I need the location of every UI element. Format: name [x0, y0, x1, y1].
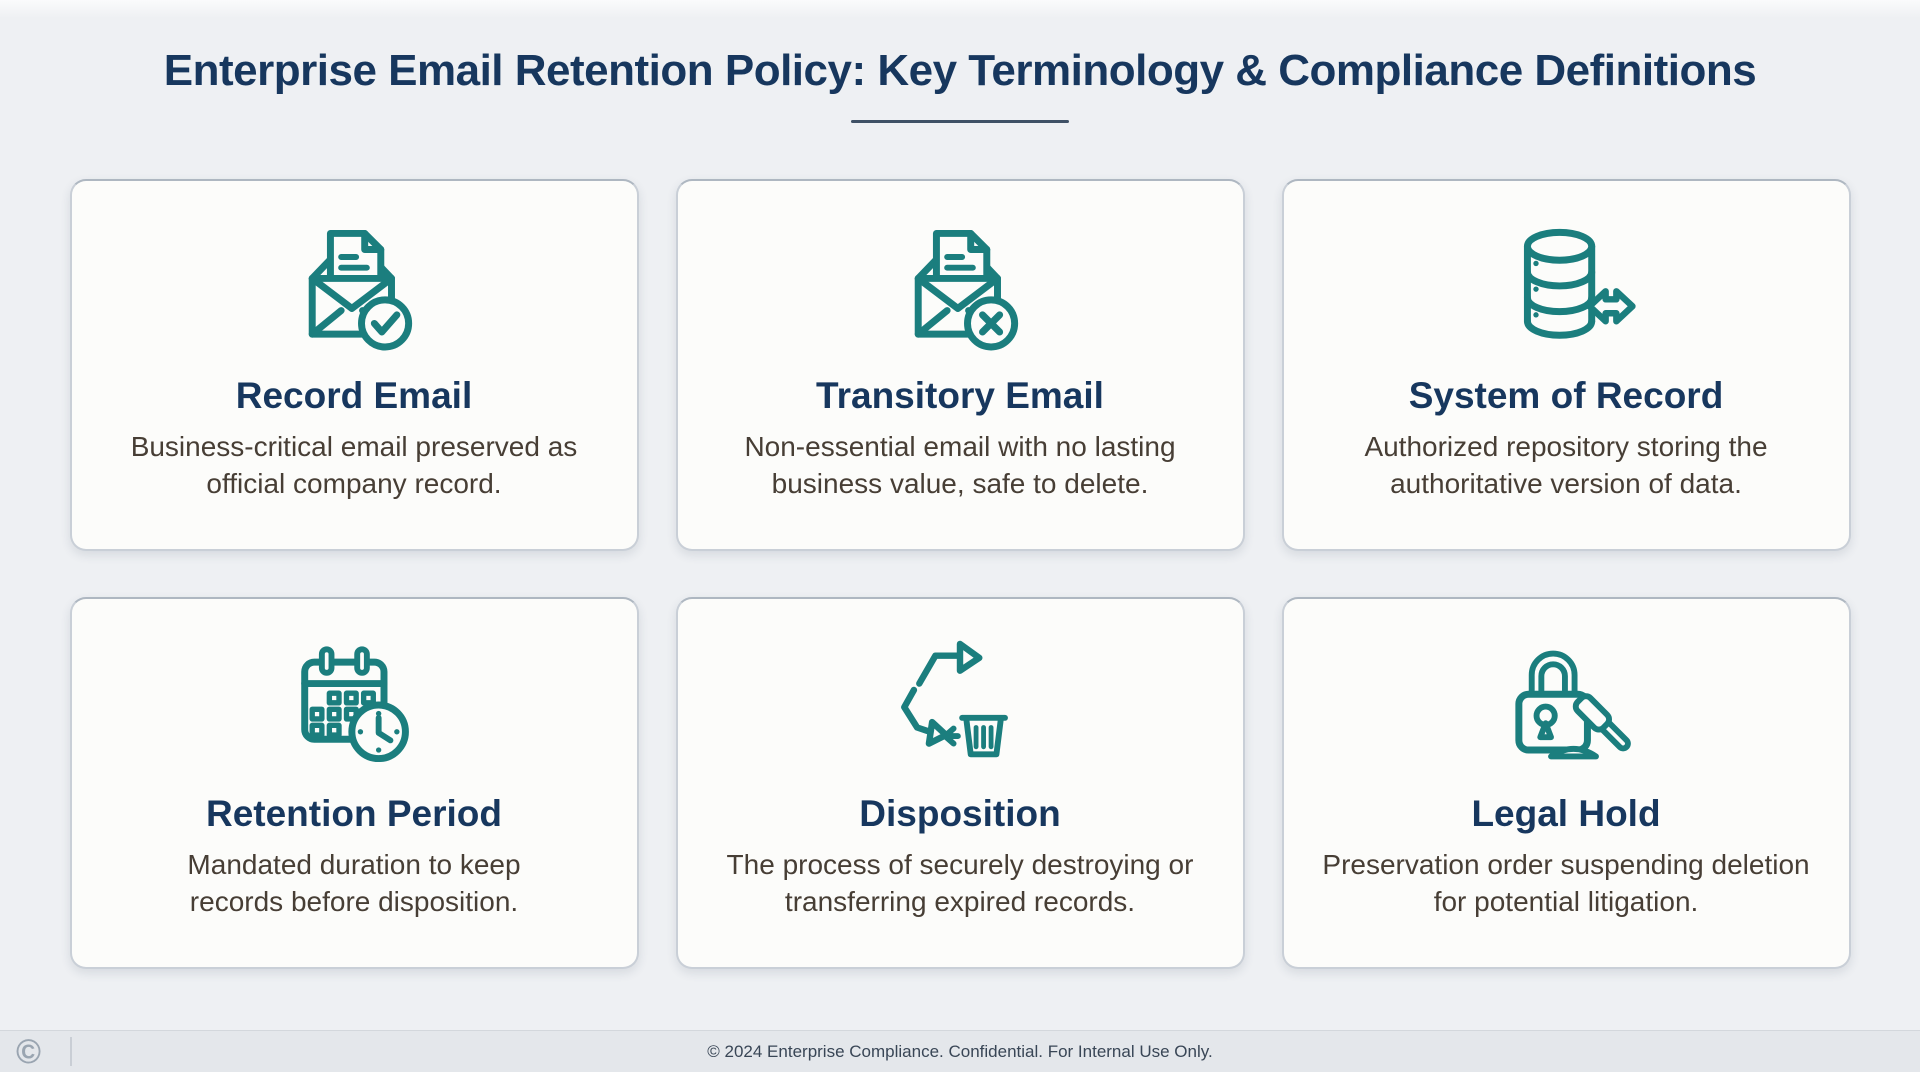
card-legal-hold: Legal Hold Preservation order suspending… — [1281, 597, 1851, 969]
system-of-record-icon — [1491, 207, 1641, 367]
card-description: Business-critical email preserved as off… — [130, 431, 578, 499]
card-system-of-record: System of Record Authorized repository s… — [1281, 179, 1851, 551]
card-description: The process of securely destroying or tr… — [726, 849, 1194, 917]
card-description: Preservation order suspending deletion f… — [1322, 849, 1810, 917]
company-logo-icon: © — [16, 1032, 42, 1071]
card-disposition: Disposition The process of securely dest… — [675, 597, 1245, 969]
page-title: Enterprise Email Retention Policy: Key T… — [163, 46, 1757, 95]
card-description: Non-essential email with no lasting busi… — [744, 431, 1176, 499]
transitory-email-icon — [885, 207, 1035, 367]
card-title: Disposition — [859, 793, 1061, 834]
record-email-icon — [279, 207, 429, 367]
card-title: Transitory Email — [816, 375, 1104, 416]
card-description: Authorized repository storing the author… — [1364, 431, 1768, 499]
page-header: Enterprise Email Retention Policy: Key T… — [0, 0, 1920, 123]
card-record-email: Record Email Business-critical email pre… — [69, 179, 639, 551]
footer-divider — [70, 1037, 72, 1066]
disposition-icon — [885, 625, 1035, 785]
title-underline — [851, 120, 1069, 123]
card-description: Mandated duration to keep records before… — [187, 849, 521, 917]
card-title: Retention Period — [205, 793, 503, 834]
card-transitory-email: Transitory Email Non-essential email wit… — [675, 179, 1245, 551]
definition-cards-grid: Record Email Business-critical email pre… — [0, 179, 1920, 969]
card-retention-period: Retention Period Mandated duration to ke… — [69, 597, 639, 969]
card-title: System of Record — [1408, 375, 1724, 416]
card-title: Record Email — [235, 375, 473, 416]
footer-bar: © © 2024 Enterprise Compliance. Confiden… — [0, 1030, 1920, 1072]
footer-copyright-text: © 2024 Enterprise Compliance. Confidenti… — [707, 1041, 1213, 1061]
retention-period-icon — [279, 625, 429, 785]
card-title: Legal Hold — [1471, 793, 1661, 834]
legal-hold-icon — [1491, 625, 1641, 785]
top-highlight — [0, 0, 1920, 18]
